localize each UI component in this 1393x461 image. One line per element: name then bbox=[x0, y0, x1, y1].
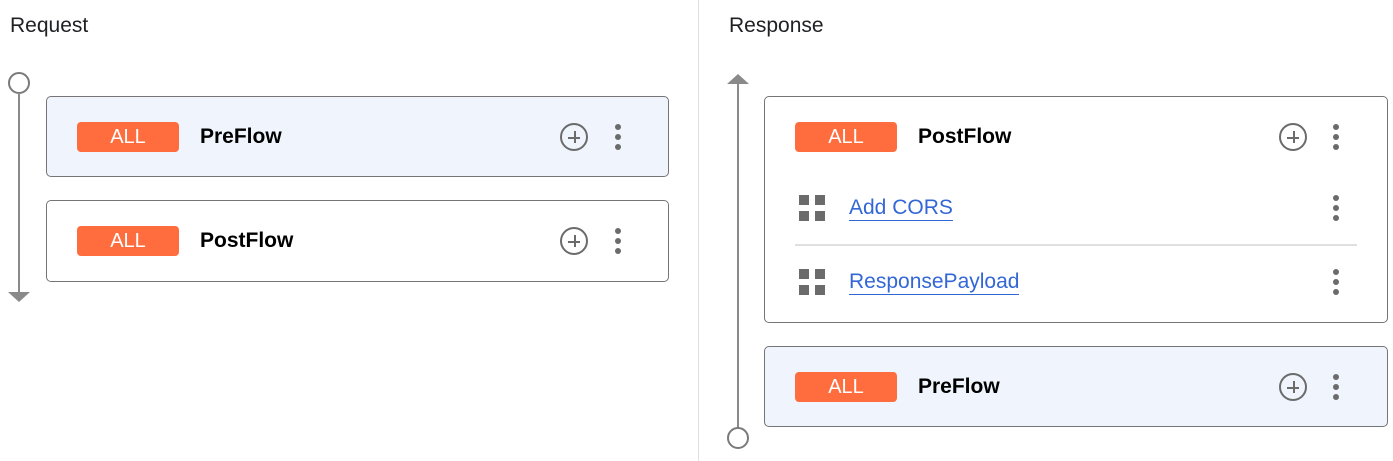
more-vert-icon[interactable] bbox=[614, 124, 622, 150]
flow-start-circle-icon bbox=[727, 427, 749, 449]
panel-divider bbox=[698, 0, 699, 461]
more-vert-icon[interactable] bbox=[614, 228, 622, 254]
method-badge: ALL bbox=[795, 372, 897, 402]
step-separator bbox=[795, 244, 1357, 246]
flow-start-circle-icon bbox=[8, 72, 30, 94]
flow-name: PreFlow bbox=[918, 375, 1000, 398]
arrow-up-icon bbox=[727, 74, 749, 84]
step-link[interactable]: Add CORS bbox=[849, 195, 953, 221]
request-preflow-card[interactable]: ALL PreFlow bbox=[46, 96, 669, 177]
arrow-down-icon bbox=[8, 292, 30, 302]
step-link[interactable]: ResponsePayload bbox=[849, 269, 1020, 295]
response-preflow-card[interactable]: ALL PreFlow bbox=[764, 346, 1388, 427]
add-circle-icon[interactable] bbox=[560, 227, 588, 255]
flow-line bbox=[18, 93, 20, 293]
more-vert-icon[interactable] bbox=[1332, 269, 1340, 295]
add-circle-icon[interactable] bbox=[1279, 373, 1307, 401]
response-title: Response bbox=[729, 14, 824, 37]
request-title: Request bbox=[10, 14, 89, 37]
method-badge: ALL bbox=[77, 226, 179, 256]
method-badge: ALL bbox=[795, 122, 897, 152]
grid-icon bbox=[799, 269, 825, 295]
add-circle-icon[interactable] bbox=[1279, 123, 1307, 151]
more-vert-icon[interactable] bbox=[1332, 195, 1340, 221]
flow-name: PostFlow bbox=[918, 125, 1012, 148]
flow-name: PreFlow bbox=[200, 125, 282, 148]
request-postflow-card[interactable]: ALL PostFlow bbox=[46, 200, 669, 282]
flow-line bbox=[737, 83, 739, 428]
method-badge: ALL bbox=[77, 122, 179, 152]
flow-name: PostFlow bbox=[200, 229, 294, 252]
add-circle-icon[interactable] bbox=[560, 123, 588, 151]
step-item[interactable]: ResponsePayload bbox=[765, 262, 1387, 302]
step-item[interactable]: Add CORS bbox=[765, 188, 1387, 228]
response-postflow-card[interactable]: ALL PostFlow Add CORS ResponsePayload bbox=[764, 96, 1388, 323]
more-vert-icon[interactable] bbox=[1332, 374, 1340, 400]
more-vert-icon[interactable] bbox=[1332, 124, 1340, 150]
grid-icon bbox=[799, 195, 825, 221]
